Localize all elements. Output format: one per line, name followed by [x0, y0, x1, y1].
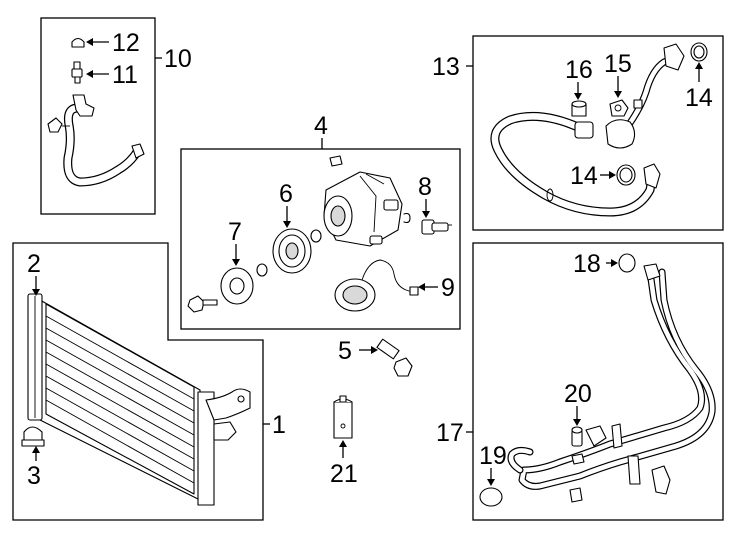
box-liquid-line — [472, 242, 724, 521]
clutch-hub — [220, 267, 254, 305]
relief-valve — [421, 219, 452, 235]
callout-21: 21 — [330, 460, 358, 488]
discharge-hose-assembly — [490, 43, 685, 217]
hub-bolt — [187, 295, 218, 313]
service-valve — [71, 61, 83, 84]
callout-18: 18 — [573, 250, 601, 278]
line-o-ring — [479, 487, 503, 507]
callout-6: 6 — [279, 180, 293, 208]
suction-hose-assembly — [47, 94, 145, 187]
callout-7: 7 — [228, 218, 242, 246]
clutch-pulley — [272, 228, 312, 274]
callout-12: 12 — [112, 29, 140, 57]
callout-4: 4 — [314, 112, 328, 140]
callout-14-upper: 14 — [685, 84, 713, 112]
hose-cap — [571, 100, 587, 117]
compressor-mount-bolt — [376, 338, 413, 377]
leader-arrows — [32, 38, 703, 486]
callout-3: 3 — [27, 462, 41, 490]
box-discharge-hose — [472, 35, 724, 231]
clutch-coil — [334, 259, 419, 312]
condenser-side-tank — [27, 293, 43, 421]
hose-clip — [633, 99, 643, 109]
service-valve-cap — [71, 37, 85, 48]
callout-2: 2 — [27, 250, 41, 278]
box-compressor — [180, 148, 461, 330]
o-ring-lower — [616, 164, 636, 186]
liquid-line-assembly — [507, 263, 716, 503]
callout-5: 5 — [338, 337, 352, 365]
callout-17: 17 — [436, 419, 464, 447]
callout-10: 10 — [164, 45, 192, 73]
callout-14-lower: 14 — [570, 162, 598, 190]
callout-8: 8 — [418, 173, 432, 201]
callout-11: 11 — [112, 61, 138, 89]
shim — [256, 263, 268, 277]
callout-9: 9 — [441, 274, 455, 302]
liquid-line-o-ring — [618, 253, 636, 273]
condenser-mount-cushion — [21, 426, 45, 447]
callout-1: 1 — [272, 411, 286, 439]
callout-15: 15 — [604, 50, 632, 78]
clutch-spacer — [310, 229, 322, 243]
box-condenser — [12, 242, 264, 521]
callout-16: 16 — [565, 56, 593, 84]
receiver-drier — [333, 395, 353, 439]
condenser — [39, 299, 251, 506]
box-suction-hose — [40, 17, 156, 215]
line-service-valve — [571, 426, 583, 447]
callout-20: 20 — [564, 380, 592, 408]
o-ring-upper — [690, 42, 708, 62]
compressor-assembly — [323, 155, 411, 247]
hose-nut — [609, 99, 629, 117]
callout-19: 19 — [479, 442, 507, 470]
callout-13: 13 — [432, 53, 460, 81]
